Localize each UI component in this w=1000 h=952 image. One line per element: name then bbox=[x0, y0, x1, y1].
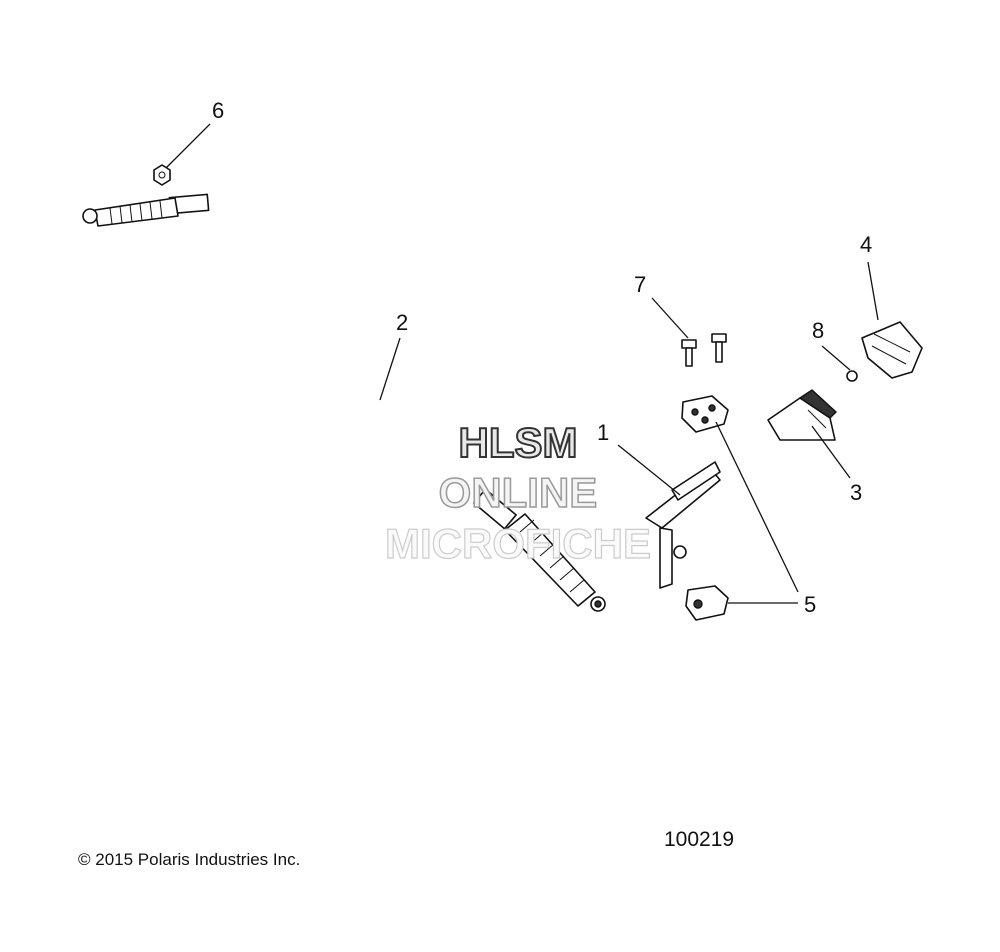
callout-1: 1 bbox=[597, 420, 609, 445]
callout-8: 8 bbox=[812, 318, 824, 343]
right-boot bbox=[504, 513, 606, 612]
bolts-7 bbox=[681, 333, 727, 367]
watermark-line1: HLSM bbox=[459, 419, 578, 466]
drawing-number: 100219 bbox=[664, 828, 735, 851]
bushing-5-lower bbox=[685, 585, 729, 621]
callout-5: 5 bbox=[804, 592, 816, 617]
watermark: HLSM ONLINE MICROFICHE bbox=[384, 418, 651, 568]
callout-3: 3 bbox=[850, 480, 862, 505]
shift-lever-1 bbox=[645, 461, 721, 589]
nut-6 bbox=[153, 164, 171, 186]
knob-cap-4 bbox=[861, 321, 923, 379]
shift-cable bbox=[82, 193, 606, 612]
callout-4: 4 bbox=[860, 232, 872, 257]
bushing-5-upper bbox=[681, 395, 729, 433]
copyright-text: © 2015 Polaris Industries Inc. bbox=[78, 850, 301, 869]
left-boot bbox=[82, 197, 179, 227]
watermark-line3: MICROFICHE bbox=[385, 520, 651, 567]
callout-2: 2 bbox=[396, 310, 408, 335]
watermark-line2: ONLINE bbox=[439, 469, 598, 516]
callout-6: 6 bbox=[212, 98, 224, 123]
leader-lines bbox=[165, 123, 879, 604]
screw-8 bbox=[846, 370, 858, 382]
knob-base-3 bbox=[767, 389, 838, 441]
callout-7: 7 bbox=[634, 272, 646, 297]
